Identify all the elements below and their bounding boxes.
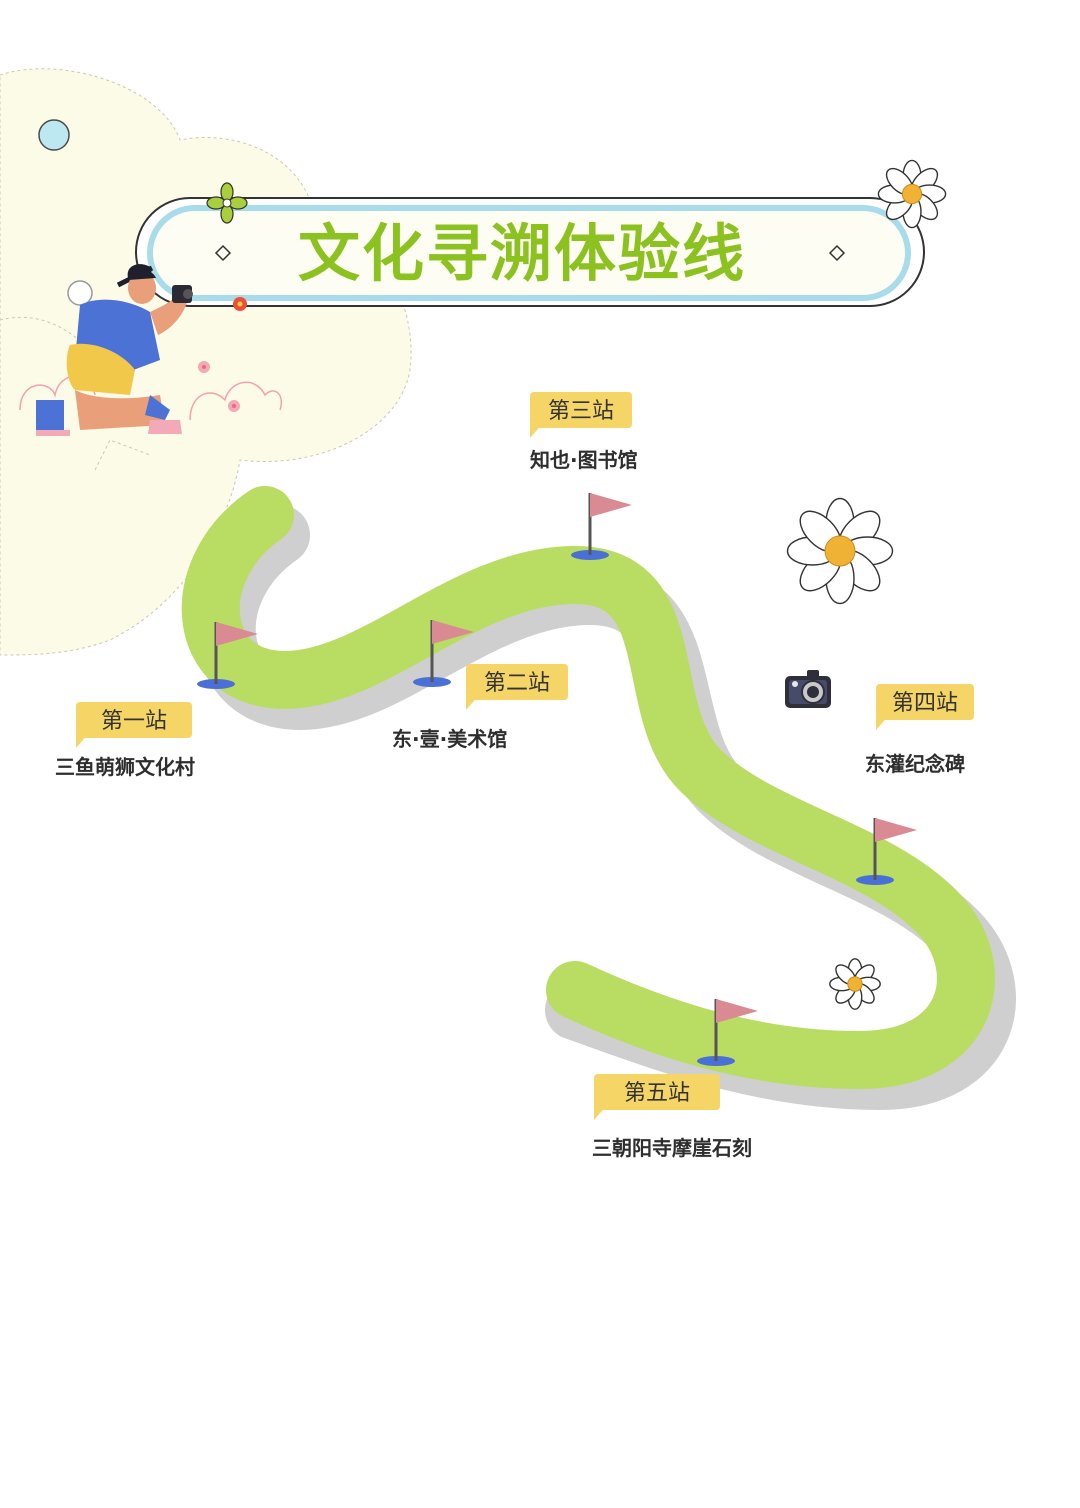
station-tag: 第四站: [876, 684, 974, 730]
flag-marker: [413, 620, 474, 687]
station-tag: 第一站: [76, 702, 192, 748]
flag-marker: [856, 818, 917, 885]
station-tag: 第二站: [466, 664, 568, 710]
station-place: 三朝阳寺摩崖石刻: [592, 1136, 752, 1160]
station-place: 东·壹·美术馆: [392, 727, 507, 751]
diamond-icon: [828, 244, 846, 262]
daisy-icon: [786, 497, 894, 605]
station-tag: 第五站: [594, 1074, 720, 1120]
station-label: 第四站: [892, 691, 958, 716]
page-title: 文化寻溯体验线: [298, 217, 746, 290]
clover-icon: [206, 182, 248, 224]
station-place: 知也·图书馆: [530, 448, 638, 472]
flag-marker: [197, 622, 258, 689]
daisy-icon: [877, 159, 947, 229]
route: [181, 486, 1016, 1111]
station-label: 第二站: [484, 671, 550, 696]
photographer-illustration: [36, 264, 193, 436]
camera-icon: [785, 670, 831, 708]
station-place: 三鱼萌狮文化村: [55, 755, 195, 779]
station-place: 东灌纪念碑: [865, 752, 965, 776]
bubble-icon: [38, 119, 70, 151]
small-flower-icon: [198, 297, 247, 412]
daisy-icon: [829, 958, 881, 1010]
station-tag: 第三站: [530, 392, 632, 438]
station-label: 第一站: [101, 709, 167, 734]
station-label: 第五站: [624, 1081, 690, 1106]
bubble-icon: [67, 280, 93, 306]
diamond-icon: [214, 244, 232, 262]
flag-marker: [697, 999, 758, 1066]
flag-marker: [571, 493, 632, 560]
station-label: 第三站: [548, 399, 614, 424]
title-banner: 文化寻溯体验线: [135, 197, 925, 307]
